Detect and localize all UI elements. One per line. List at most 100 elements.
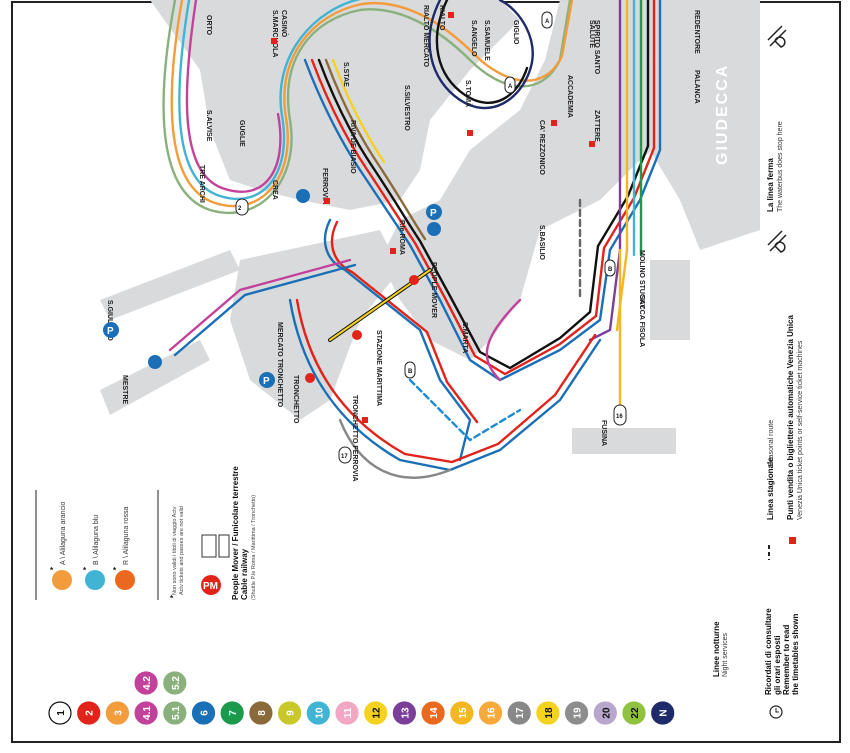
svg-text:8: 8 (257, 710, 268, 716)
stop-label: S.BASILIO (538, 225, 545, 261)
svg-text:Punti vendita o biglietterie a: Punti vendita o biglietterie automatiche… (786, 315, 795, 520)
line-badge: 1 (48, 701, 72, 725)
svg-text:6: 6 (200, 710, 211, 716)
svg-text:The waterbus does stop here: The waterbus does stop here (777, 121, 784, 212)
shuttle-note: (Shuttle P.le Roma / Marittima / Tronche… (251, 495, 257, 600)
stop-label: S.SILVESTRO (403, 85, 410, 131)
stop-label: STAZIONE MARITTIMA (375, 330, 382, 406)
alilaguna-orange: A \ Alilaguna arancio (60, 501, 67, 565)
line-badge: 20 (593, 701, 617, 725)
svg-text:B: B (608, 267, 613, 273)
svg-text:2: 2 (238, 206, 242, 212)
line-badge: 11 (335, 701, 359, 725)
line-badge: 15 (450, 701, 474, 725)
route-lines (162, 0, 662, 479)
stop-label: RIVA DE BIASIO (349, 120, 356, 174)
svg-text:P: P (263, 376, 270, 387)
svg-text:B: B (408, 369, 413, 375)
svg-text:11: 11 (343, 707, 354, 718)
line-badge: 4.1 (134, 701, 158, 725)
svg-text:5.1: 5.1 (171, 706, 182, 720)
stop-label: MERCATO TRONCHETTO (276, 322, 283, 408)
stop-label: S.SAMUELE (483, 20, 490, 61)
giudecca-label: GIUDECCA (714, 64, 731, 165)
stop-label: FUSINA (600, 420, 607, 446)
stop-label: S.TOMÀ (464, 80, 473, 107)
svg-text:the timetables shown: the timetables shown (791, 614, 800, 695)
stop-label: S.ANGELO (470, 20, 477, 57)
svg-text:12: 12 (372, 707, 383, 719)
alilaguna-blue: B \ Alilaguna blu (93, 515, 100, 565)
stop-label: S.MARTA (461, 322, 468, 353)
stop-label: GUGLIE (238, 120, 245, 147)
line-badge: 22 (622, 701, 646, 725)
stop-label: ZATTERE (593, 110, 600, 142)
line-badge: 16 (478, 701, 503, 725)
stop-label: TRONCHETTO (292, 375, 299, 424)
stop-label: ACCADEMIA (566, 75, 573, 118)
svg-text:5.2: 5.2 (171, 676, 182, 690)
line-badge: 7 (220, 701, 244, 725)
svg-text:16: 16 (616, 414, 623, 420)
svg-text:Remember to read: Remember to read (782, 625, 791, 695)
svg-text:1: 1 (56, 710, 67, 716)
stop-label: TRE ARCHI (198, 165, 205, 203)
svg-text:*: * (83, 566, 87, 575)
line-badge: 6 (191, 701, 216, 725)
timetable-reminder: Ricordati di consultare gli orari espost… (764, 608, 800, 719)
no-stop-legend: La linea ferma The waterbus does stop he… (766, 25, 787, 253)
svg-text:16: 16 (487, 707, 498, 719)
stop-label: MOLINO STUCKY (638, 250, 645, 309)
stop-label: GIGLIO (512, 20, 519, 45)
line-badge: 2 (77, 701, 101, 725)
svg-text:17: 17 (515, 707, 526, 719)
svg-text:9: 9 (286, 710, 297, 716)
stop-label: S.MARCUOLA (271, 10, 278, 57)
svg-text:Seasonal route: Seasonal route (768, 420, 775, 467)
svg-text:14: 14 (429, 707, 440, 719)
line-badge: N (651, 701, 675, 725)
svg-text:13: 13 (400, 707, 411, 719)
stop-label: PALANCA (693, 70, 700, 104)
stop-label: CA' REZZONICO (538, 120, 545, 175)
svg-text:P: P (430, 208, 437, 219)
alilaguna-red: R \ Alilaguna rossa (123, 507, 130, 565)
alilaguna-legend: * A \ Alilaguna arancio * B \ Alilaguna … (50, 501, 135, 590)
svg-text:20: 20 (601, 707, 612, 719)
svg-text:Ricordati di consultare: Ricordati di consultare (764, 608, 773, 695)
svg-text:17: 17 (341, 454, 348, 460)
svg-text:2: 2 (85, 710, 96, 716)
line-badge: 17 (507, 701, 531, 725)
parking-icons: P P P (103, 189, 442, 388)
line-badge: 12 (364, 701, 388, 725)
stop-label: SPIRITO SANTO (593, 20, 600, 75)
stop-label: S.GIULIANO (106, 300, 113, 341)
stop-label: REDENTORE (693, 10, 700, 54)
line-badge: 5.1 (163, 701, 187, 725)
stop-label: CREA (271, 180, 278, 200)
svg-text:4.2: 4.2 (142, 676, 153, 690)
svg-text:A: A (508, 84, 513, 90)
svg-text:4.1: 4.1 (142, 706, 153, 720)
line-badge: 14 (421, 701, 445, 725)
svg-text:A: A (545, 19, 550, 25)
stop-label: ORTO (205, 15, 212, 36)
line-badge: 5.2 (163, 671, 187, 695)
line-badge: 4.2 (134, 671, 158, 695)
svg-text:19: 19 (573, 707, 584, 719)
not-valid-note-en: Actv tickets and passes are not valid (179, 506, 185, 595)
svg-text:22: 22 (630, 707, 641, 719)
stop-label: CASINÒ (280, 10, 289, 38)
svg-text:18: 18 (544, 707, 555, 719)
svg-text:*: * (113, 566, 117, 575)
svg-text:3: 3 (113, 710, 124, 716)
seasonal-legend: Linea stagionale Seasonal route Punti ve… (766, 315, 804, 560)
stop-label: SACCA FISOLA (638, 295, 645, 347)
svg-text:gli orari esposti: gli orari esposti (773, 635, 782, 695)
svg-text:P: P (107, 326, 114, 337)
svg-text:15: 15 (458, 707, 469, 719)
svg-text:La linea ferma: La linea ferma (766, 158, 775, 212)
